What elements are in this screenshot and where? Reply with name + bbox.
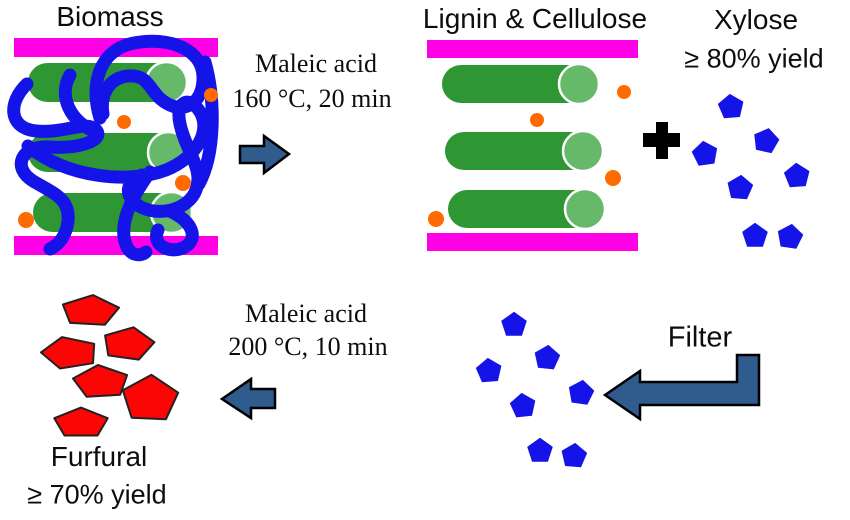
xylan-strand [7, 77, 105, 256]
filter-arrow-icon [602, 353, 761, 422]
xylose-pentagon [742, 222, 768, 247]
reaction1-line1: Maleic acid [255, 49, 377, 78]
xylan-strand [117, 165, 157, 262]
xylose-pentagon [534, 344, 561, 370]
xylose-pentagon [783, 162, 810, 188]
cellulose-fiber-body [442, 65, 598, 103]
furfural-cluster [39, 294, 180, 437]
lignin-particle [530, 113, 544, 127]
furfural-pentagon [39, 336, 96, 370]
biomass-structure [7, 34, 219, 262]
lignin-cellulose-structure [427, 40, 638, 251]
xylose-pentagon [691, 140, 718, 166]
xylose-pentagon [527, 437, 553, 462]
xylose-yield: ≥ 80% yield [684, 43, 824, 74]
biomass-title: Biomass [56, 1, 164, 32]
lignin-particle [605, 170, 621, 186]
plus-icon [643, 122, 680, 159]
furfural-pentagon [121, 373, 180, 421]
xylose-pentagon [509, 392, 536, 418]
lignin-pretreatment-bar [427, 40, 638, 58]
furfural-pentagon [104, 326, 156, 361]
lignin-cellulose-title: Lignin & Cellulose [422, 3, 648, 34]
reaction2-arrow-icon [219, 376, 277, 421]
xylan-strand [192, 55, 219, 191]
furfural-title: Furfural [50, 441, 148, 472]
lignin-particle [617, 85, 631, 99]
furfural-pentagon [72, 364, 129, 398]
lignin-particle [18, 212, 34, 228]
lignin-pretreatment-bar [427, 233, 638, 251]
filtered-xylose-cluster [475, 311, 595, 468]
xylose-pentagon [475, 357, 502, 383]
xylose-pentagon [717, 93, 744, 119]
filter-label: Filter [667, 321, 733, 354]
xylose-pentagon [561, 442, 588, 468]
lignin-particle [204, 88, 218, 102]
cellulose-fiber-cap [561, 129, 605, 173]
xylan-strand [150, 205, 199, 257]
cellulose-fiber-body [448, 190, 604, 228]
xylose-pentagon [568, 379, 595, 405]
cellulose-fiber-cap [563, 187, 607, 231]
cellulose-fiber-body [445, 132, 602, 170]
furfural-pentagon [61, 294, 120, 326]
xylose-pentagon [501, 311, 527, 336]
cellulose-fiber-cap [557, 62, 601, 106]
xylose-pentagon [754, 128, 780, 154]
reaction1-line2: 160 °C, 20 min [232, 84, 392, 113]
xylose-pentagon [727, 174, 754, 200]
xylose-cluster [691, 93, 810, 249]
lignin-particle [117, 115, 131, 129]
xylan-strand [89, 34, 210, 125]
lignin-particle [428, 211, 444, 227]
reaction2-line1: Maleic acid [245, 299, 367, 328]
xylose-title: Xylose [713, 4, 799, 35]
furfural-pentagon [53, 406, 109, 437]
lignin-particle [175, 175, 191, 191]
reaction1-arrow-icon [238, 133, 292, 176]
furfural-yield: ≥ 70% yield [27, 479, 167, 510]
xylose-pentagon [777, 223, 804, 249]
reaction2-line2: 200 °C, 10 min [228, 332, 388, 361]
xylan-strand [58, 68, 103, 139]
xylan-strands [7, 34, 219, 262]
